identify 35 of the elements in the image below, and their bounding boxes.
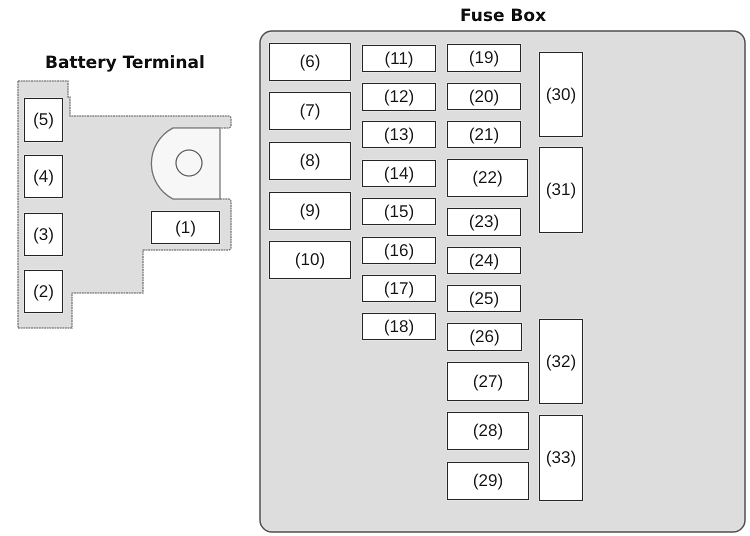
fuse-slot: (13) xyxy=(362,121,436,148)
fuse-slot: (14) xyxy=(362,160,436,187)
section-title: Fuse Box xyxy=(460,6,546,26)
section-title: Battery Terminal xyxy=(45,53,205,73)
fuse-slot: (3) xyxy=(24,213,63,256)
fuse-slot: (20) xyxy=(447,83,521,110)
fuse-slot: (21) xyxy=(447,121,521,148)
fuse-slot: (19) xyxy=(447,44,521,72)
fuse-slot: (32) xyxy=(539,319,583,404)
fuse-slot: (16) xyxy=(362,237,436,264)
fuse-slot: (22) xyxy=(447,159,528,197)
fuse-slot: (27) xyxy=(447,362,529,401)
fuse-slot: (4) xyxy=(24,155,63,198)
fuse-slot: (10) xyxy=(269,241,351,279)
fuse-slot: (23) xyxy=(447,208,521,236)
fuse-slot: (7) xyxy=(269,92,351,130)
fuse-slot: (29) xyxy=(447,462,529,500)
fuse-slot: (17) xyxy=(362,275,436,302)
fuse-slot: (25) xyxy=(447,285,521,312)
fuse-slot: (5) xyxy=(24,98,63,142)
fuse-slot: (31) xyxy=(539,147,583,233)
fuse-slot: (6) xyxy=(269,43,351,81)
fuse-slot: (2) xyxy=(24,270,63,313)
fuse-slot: (1) xyxy=(151,211,220,244)
fuse-slot: (26) xyxy=(447,323,522,351)
fuse-slot: (33) xyxy=(539,415,583,501)
fuse-slot: (28) xyxy=(447,412,529,450)
fuse-slot: (8) xyxy=(269,142,351,180)
fuse-slot: (12) xyxy=(362,83,436,111)
fuse-slot: (24) xyxy=(447,247,521,274)
fuse-slot: (11) xyxy=(362,45,436,72)
fuse-slot: (18) xyxy=(362,313,436,340)
fuse-slot: (15) xyxy=(362,198,436,225)
fuse-slot: (9) xyxy=(269,192,351,230)
fuse-slot: (30) xyxy=(539,52,583,137)
